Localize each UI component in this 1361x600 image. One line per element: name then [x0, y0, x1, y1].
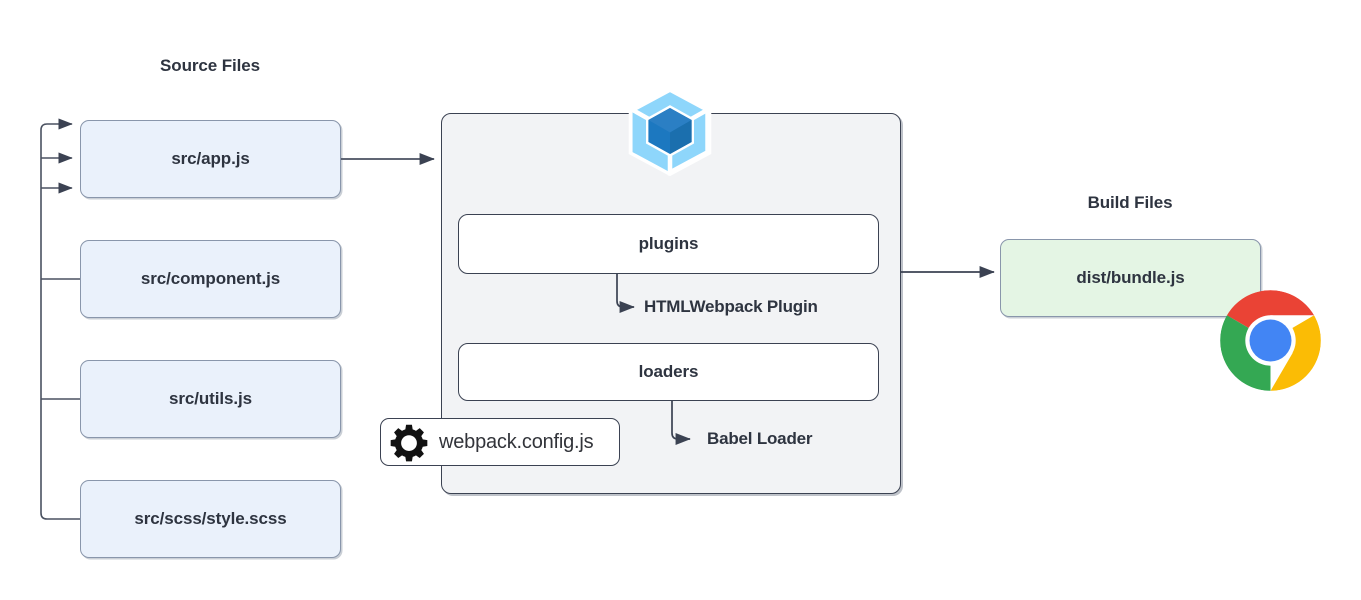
webpack-logo	[622, 83, 718, 179]
webpack-config-chip[interactable]: webpack.config.js	[380, 418, 620, 466]
source-file-label: src/scss/style.scss	[134, 509, 287, 528]
source-file-label: src/component.js	[140, 269, 281, 288]
webpack-config-label: webpack.config.js	[439, 430, 594, 453]
build-files-title: Build Files	[1087, 193, 1173, 212]
chrome-logo	[1218, 288, 1323, 393]
loaders-label: loaders	[638, 362, 699, 381]
babel-loader-label: Babel Loader	[707, 429, 813, 448]
gear-icon	[387, 420, 431, 464]
source-file-label: src/app.js	[171, 149, 250, 168]
source-file-node-style[interactable]: src/scss/style.scss	[80, 480, 341, 558]
source-file-label: src/utils.js	[169, 389, 252, 408]
source-files-title: Source Files	[160, 56, 260, 75]
source-file-node-app[interactable]: src/app.js	[80, 120, 341, 198]
htmlwebpack-plugin-label: HTMLWebpack Plugin	[644, 297, 818, 316]
build-file-label: dist/bundle.js	[1076, 268, 1185, 287]
plugins-box[interactable]: plugins	[458, 214, 879, 274]
loaders-box[interactable]: loaders	[458, 343, 879, 401]
build-file-node-bundle[interactable]: dist/bundle.js	[1000, 239, 1261, 317]
source-file-node-component[interactable]: src/component.js	[80, 240, 341, 318]
source-file-node-utils[interactable]: src/utils.js	[80, 360, 341, 438]
plugins-label: plugins	[638, 234, 699, 253]
